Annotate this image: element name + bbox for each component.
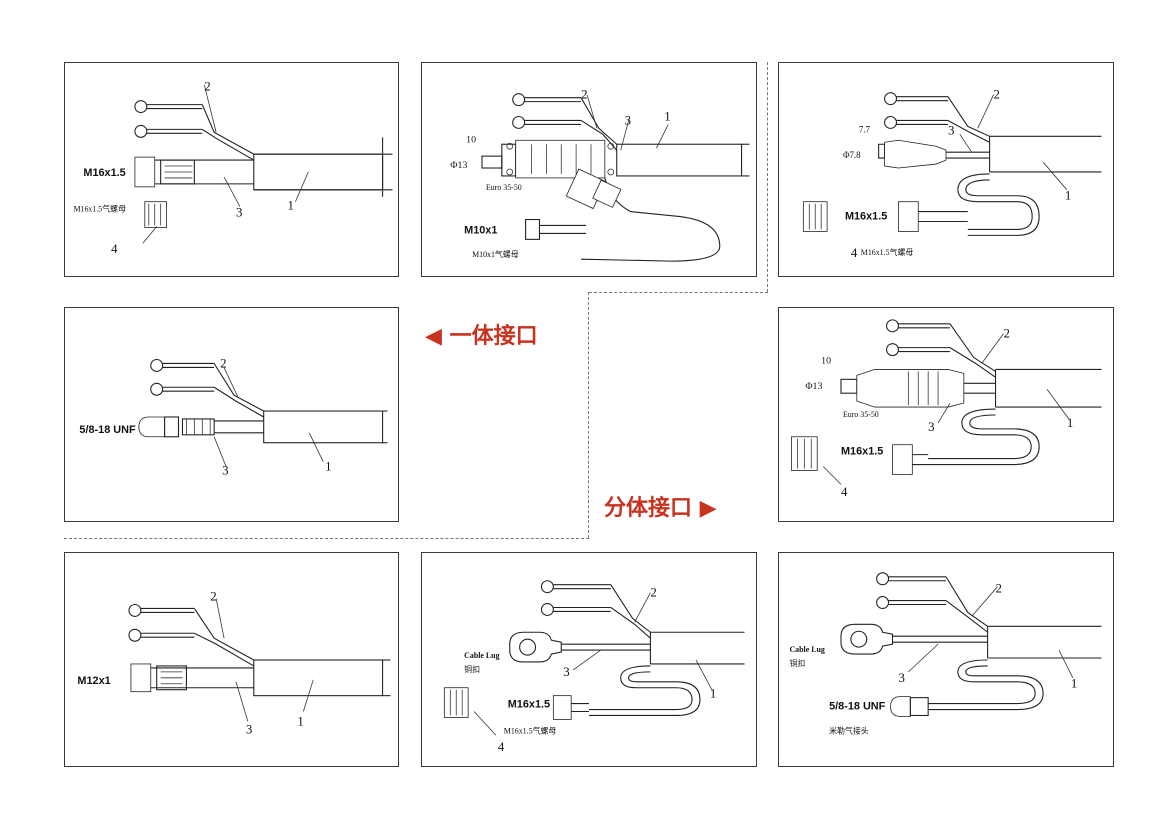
callout-2: 2 <box>650 586 656 600</box>
euro-connector <box>515 139 606 179</box>
ring-terminals <box>134 100 255 161</box>
callout-3: 3 <box>236 206 242 220</box>
fitting-nut <box>134 156 156 188</box>
euro-label: Euro 35-50 <box>843 410 879 419</box>
knurl <box>160 159 195 185</box>
fitting-nut <box>552 695 572 720</box>
cable-lug-cn: 铜扣 <box>464 664 480 674</box>
callout-3: 3 <box>928 420 934 434</box>
divider-h-mid <box>589 292 768 293</box>
callout-2: 2 <box>210 590 216 604</box>
callout-2: 2 <box>1003 327 1009 341</box>
callout-2: 2 <box>581 88 587 102</box>
split-interface-label: 分体接口 ▶ <box>604 496 717 521</box>
cable-body <box>263 410 384 444</box>
thread-label: M16x1.5 <box>508 699 550 711</box>
euro-connector <box>856 369 965 408</box>
divider-v-mid <box>588 292 589 538</box>
divider-h-bottom <box>64 538 589 539</box>
dim-diameter: Φ13 <box>805 381 822 392</box>
panel-m12-integrated: M12x1 2 3 1 <box>64 552 399 767</box>
callout-3: 3 <box>222 463 228 477</box>
callout-2: 2 <box>220 356 226 370</box>
callout-2: 2 <box>994 88 1000 102</box>
nut-note: M16x1.5气螺母 <box>861 247 914 257</box>
dim-diameter: Φ7.8 <box>843 150 861 160</box>
callout-3: 3 <box>246 722 252 736</box>
thread-label: M16x1.5 <box>83 167 125 179</box>
nut-note: M10x1气螺母 <box>472 249 519 259</box>
thread-label: M16x1.5 <box>841 446 883 458</box>
callout-4: 4 <box>851 246 858 260</box>
dim-length: 10 <box>466 134 476 145</box>
dim-diameter: Φ13 <box>450 160 467 171</box>
dim-length: 7.7 <box>859 124 871 134</box>
callout-3: 3 <box>563 665 569 679</box>
callout-1: 1 <box>710 687 716 701</box>
thread-label: 5/8-18 UNF <box>829 701 886 713</box>
cable-lug <box>509 631 562 663</box>
nut-note: M16x1.5气螺母 <box>504 725 557 735</box>
thread-label: M16x1.5 <box>845 211 887 223</box>
spare-nut <box>144 201 168 228</box>
thread-label: M12x1 <box>77 675 110 687</box>
cable-body <box>253 153 384 191</box>
callout-1: 1 <box>1067 416 1073 430</box>
callout-3: 3 <box>625 113 631 127</box>
euro-label: Euro 35-50 <box>486 183 522 192</box>
panel-m16-integrated: M16x1.5 M16x1.5气螺母 2 3 1 4 <box>64 62 399 277</box>
fitting-nut <box>130 663 152 693</box>
callout-2: 2 <box>996 582 1002 596</box>
unf-fitting <box>138 416 166 438</box>
callout-3: 3 <box>948 123 954 137</box>
miller-fitting <box>890 696 911 717</box>
panel-m16-split-small: 7.7 Φ7.8 M16x1.5 M16x1.5气螺母 2 3 1 4 <box>778 62 1114 277</box>
panel-unf-integrated: 5/8-18 UNF 2 3 1 <box>64 307 399 522</box>
panel-euro-m10: 10 Φ13 Euro 35-50 M10x1 M10x1气螺母 2 3 1 <box>421 62 757 277</box>
callout-4: 4 <box>111 242 118 256</box>
cable-body <box>616 143 743 177</box>
cable-lug-label: Cable Lug <box>464 651 499 660</box>
callout-1: 1 <box>297 714 303 728</box>
fitting-nut <box>898 201 919 232</box>
divider-v-top <box>767 62 768 292</box>
callout-1: 1 <box>325 459 331 473</box>
cable-lug <box>840 623 894 655</box>
callout-4: 4 <box>841 485 848 499</box>
torch-nozzle <box>884 139 947 169</box>
callout-1: 1 <box>664 109 670 123</box>
callout-1: 1 <box>287 199 293 213</box>
dim-length: 10 <box>821 355 831 366</box>
callout-1: 1 <box>1065 189 1071 203</box>
integrated-interface-label: ◀ 一体接口 <box>425 324 538 349</box>
cable-lug-cn: 铜扣 <box>789 658 805 668</box>
callout-3: 3 <box>898 671 904 685</box>
nut-note: 米勒气接头 <box>829 725 869 735</box>
fitting-nut <box>892 444 913 475</box>
cable-lug-label: Cable Lug <box>789 645 824 654</box>
thread-label: M10x1 <box>464 224 497 236</box>
thread-label: 5/8-18 UNF <box>79 424 136 436</box>
panel-lug-m16-split: Cable Lug 铜扣 M16x1.5 M16x1.5气螺母 2 3 1 4 <box>421 552 757 767</box>
callout-2: 2 <box>204 80 210 94</box>
nut-note: M16x1.5气螺母 <box>73 204 126 214</box>
cable-body <box>253 659 384 697</box>
panel-euro-m16-split: 10 Φ13 Euro 35-50 M16x1.5 2 3 1 4 <box>778 307 1114 522</box>
callout-1: 1 <box>1071 677 1077 691</box>
panel-lug-unf-split: Cable Lug 铜扣 5/8-18 UNF 米勒气接头 2 3 1 <box>778 552 1114 767</box>
callout-4: 4 <box>498 740 505 754</box>
